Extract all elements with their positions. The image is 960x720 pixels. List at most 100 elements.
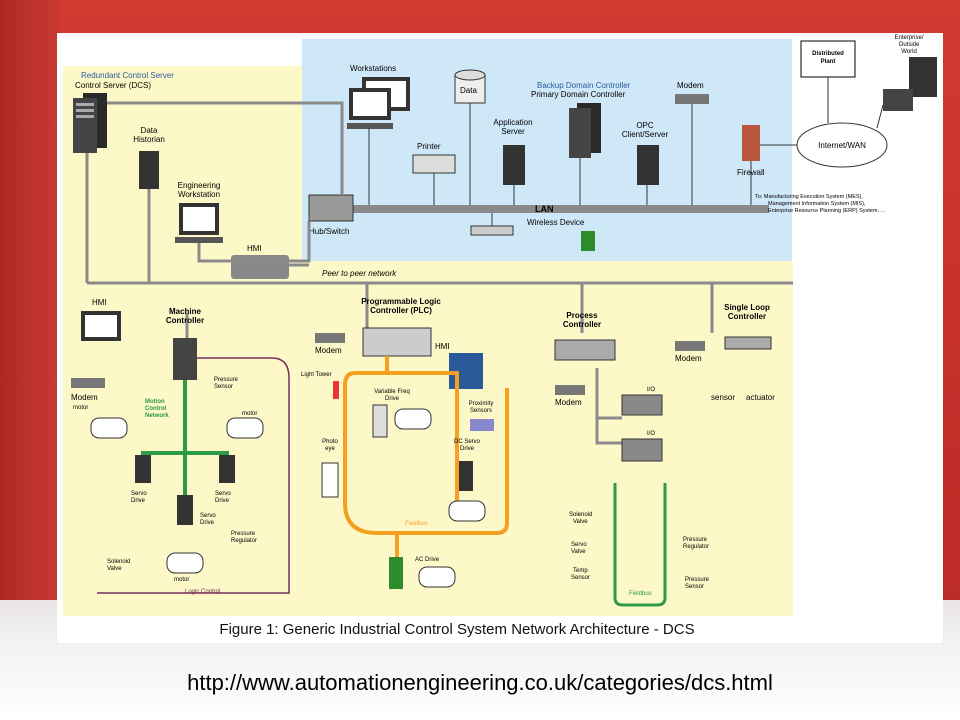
enterprise-pc-icon — [883, 89, 913, 111]
data-storage-icon — [454, 69, 486, 104]
firewall-icon — [742, 125, 760, 161]
modem-proc-label: Modem — [555, 398, 582, 407]
sensor-label: sensor — [711, 393, 735, 402]
modem-left-icon — [71, 378, 105, 388]
vfd-icon — [372, 404, 388, 438]
plc-icon — [362, 327, 432, 357]
fieldbus-r-label: Fieldbus — [629, 591, 652, 597]
app-server-icon — [503, 145, 525, 185]
ac-drive-icon — [389, 557, 403, 589]
backup-dc-label: Backup Domain Controller — [537, 81, 631, 90]
distributed-plant-box — [800, 40, 856, 78]
to-systems-label: To: Manufacturing Execution System (MES)… — [755, 194, 886, 214]
prox-icon — [470, 419, 494, 431]
source-url[interactable]: http://www.automationengineering.co.uk/c… — [187, 670, 773, 695]
printer-label: Printer — [417, 142, 441, 151]
domain-controller-icon — [569, 103, 601, 158]
peer-label: Peer to peer network — [322, 269, 397, 278]
motor3-label: motor — [174, 577, 189, 583]
light-tower-label: Light Tower — [301, 372, 332, 378]
light-tower-icon — [333, 381, 339, 399]
opc-server-icon — [637, 145, 659, 185]
eng-ws-icon — [175, 203, 223, 243]
enterprise-building-icon — [909, 57, 937, 97]
dc-servo-icon — [459, 461, 473, 491]
network-diagram: Redundant Control Server Control Server … — [63, 35, 937, 616]
io1-icon — [621, 394, 663, 416]
actuator-label: actuator — [746, 393, 775, 402]
lan-bus — [349, 205, 769, 213]
io1-label: I/O — [647, 387, 655, 393]
logic-control-label: Logic Control — [185, 589, 220, 595]
modem-proc-icon — [555, 385, 585, 395]
hub-label: Hub/Switch — [309, 227, 349, 236]
hmi-plc-label: HMI — [435, 342, 450, 351]
ac-drive-label: AC Drive — [415, 557, 440, 563]
control-server-label: Control Server (DCS) — [75, 81, 151, 90]
lan-label: LAN — [535, 204, 554, 214]
control-network-lines — [85, 101, 793, 445]
modem-plc-icon — [315, 333, 345, 343]
data-historian-icon — [139, 151, 159, 189]
printer-icon — [412, 154, 456, 174]
primary-dc-label: Primary Domain Controller — [531, 90, 626, 99]
internet-label: Internet/WAN — [818, 141, 866, 150]
dc-motor-icon — [448, 500, 486, 522]
modem-plc-label: Modem — [315, 346, 342, 355]
hmi-left-icon — [81, 311, 121, 341]
photo-eye-icon — [321, 462, 339, 498]
io2-icon — [621, 438, 663, 462]
hmi-top-icon — [231, 255, 289, 279]
hmi-left-label: HMI — [92, 298, 107, 307]
modem-top-icon — [675, 94, 709, 104]
logic-control-loop — [97, 357, 290, 594]
motor1-label: motor — [73, 405, 88, 411]
wireless-handheld-icon — [581, 231, 595, 251]
data-label: Data — [460, 86, 477, 95]
modem-sl-icon — [675, 341, 705, 351]
ac-motor-icon — [418, 566, 456, 588]
single-loop-icon — [724, 336, 772, 350]
wireless-ap-icon — [470, 225, 514, 236]
vfd-motor-icon — [394, 408, 432, 430]
control-server-icon — [73, 93, 107, 153]
fieldbus-plc-label: Fieldbus — [405, 521, 428, 527]
workstations-label: Workstations — [350, 64, 396, 73]
hmi-top-label: HMI — [247, 244, 262, 253]
modem-top-label: Modem — [677, 81, 704, 90]
motor2-label: motor — [242, 411, 257, 417]
redundant-label: Redundant Control Server — [81, 71, 174, 80]
hub-switch-icon — [308, 194, 354, 222]
motors — [90, 417, 264, 574]
wireless-label: Wireless Device — [527, 218, 585, 227]
process-controller-icon — [554, 339, 616, 361]
diagram-figure: Redundant Control Server Control Server … — [57, 33, 943, 643]
process-fieldbus — [613, 483, 667, 607]
workstations-icon — [347, 77, 410, 129]
